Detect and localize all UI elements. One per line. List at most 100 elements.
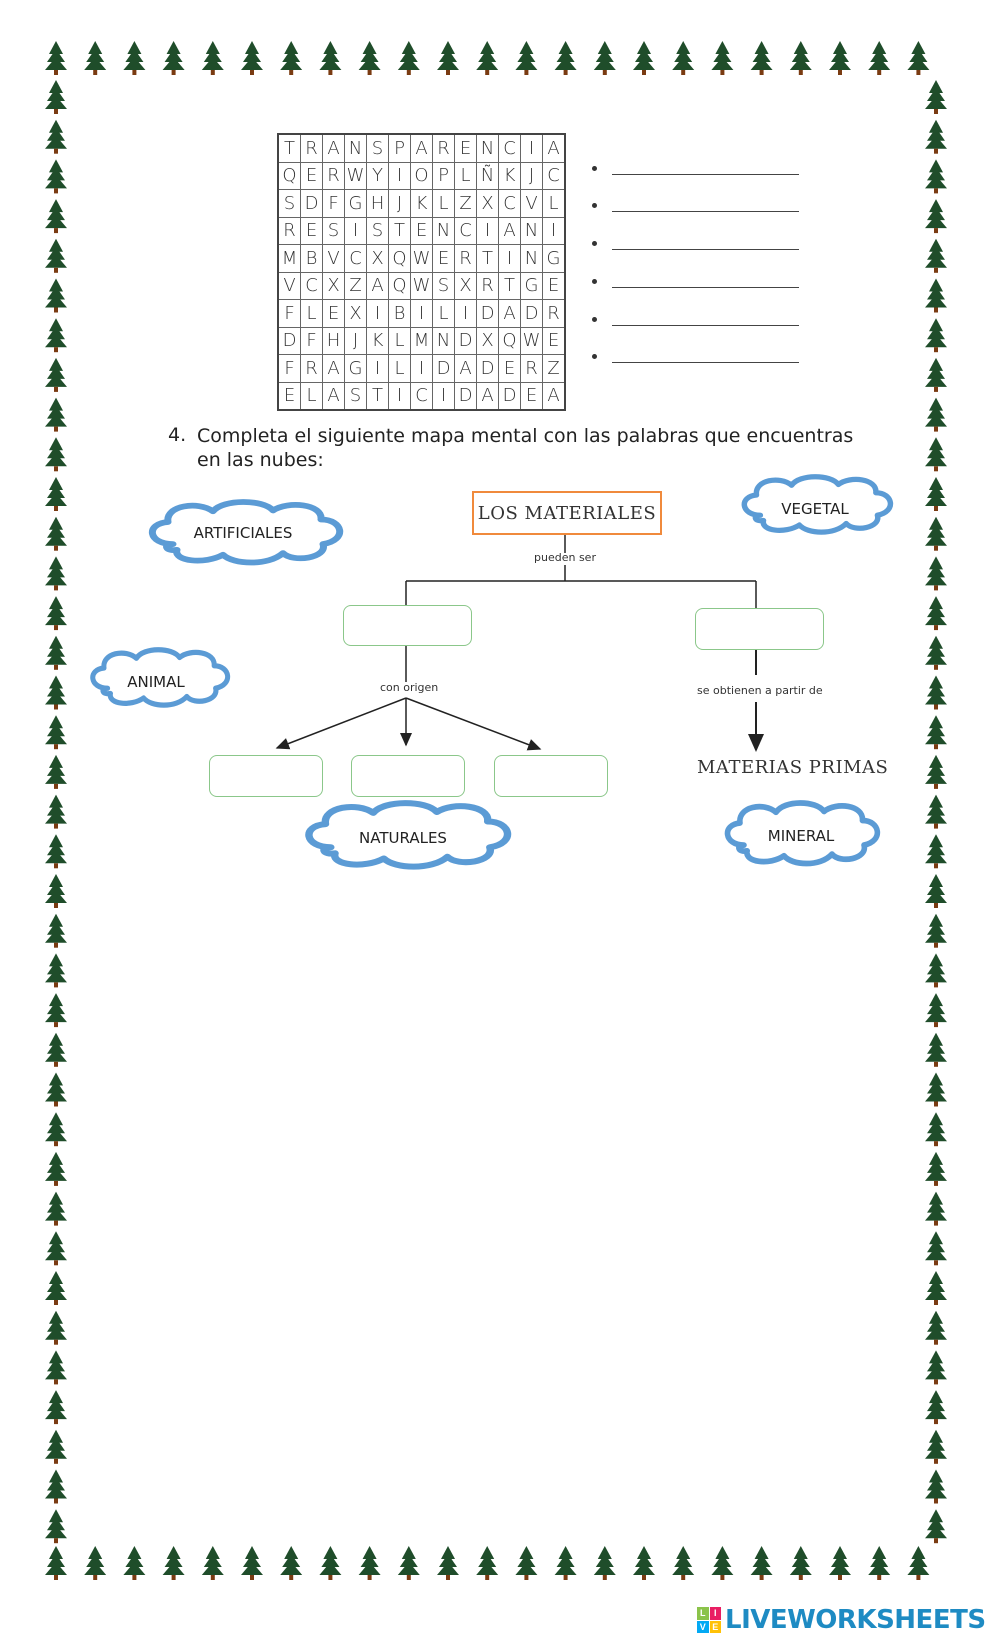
answer-line[interactable] xyxy=(592,161,802,181)
tree-icon xyxy=(925,913,947,948)
arrow-right xyxy=(405,697,542,751)
word-search-cell: A xyxy=(476,381,499,411)
tree-icon xyxy=(925,159,947,194)
tree-icon xyxy=(925,357,947,392)
answer-box-origin-2[interactable] xyxy=(351,755,465,797)
tree-icon xyxy=(554,41,577,75)
word-search-cell: N xyxy=(520,244,543,273)
tree-icon xyxy=(711,41,734,75)
tree-icon xyxy=(925,397,947,432)
answer-blank[interactable] xyxy=(612,174,799,175)
word-search-cell: H xyxy=(322,326,345,355)
tree-icon xyxy=(476,1546,499,1580)
word-search-cell: D xyxy=(520,299,543,328)
tree-icon xyxy=(925,278,947,313)
cloud-label-mineral: MINERAL xyxy=(767,827,835,845)
tree-icon xyxy=(515,1546,538,1580)
answer-blank[interactable] xyxy=(612,325,799,326)
answer-line[interactable] xyxy=(592,198,802,218)
tree-icon xyxy=(45,596,67,631)
tree-icon xyxy=(45,1072,67,1107)
tree-icon xyxy=(45,357,67,392)
tree-icon xyxy=(672,1546,695,1580)
mind-map-title: LOS MATERIALES xyxy=(472,491,662,535)
label-se-obtienen: se obtienen a partir de xyxy=(697,684,823,697)
tree-icon xyxy=(925,834,947,869)
tree-icon xyxy=(925,596,947,631)
tree-icon xyxy=(925,1390,947,1425)
tree-icon xyxy=(925,1509,947,1544)
tree-icon xyxy=(45,913,67,948)
word-search-cell: N xyxy=(432,326,455,355)
tree-icon xyxy=(633,1546,655,1580)
word-search-cell: V xyxy=(520,189,543,218)
tree-icon xyxy=(280,41,303,75)
word-search-cell: D xyxy=(277,326,301,355)
tree-icon xyxy=(633,41,655,75)
tree-icon xyxy=(84,41,107,75)
tree-icon xyxy=(45,635,67,670)
tree-icon xyxy=(907,41,930,75)
word-search-cell: A xyxy=(322,133,345,163)
bullet-icon xyxy=(592,241,597,246)
tree-icon xyxy=(829,41,851,75)
tree-icon xyxy=(45,953,67,988)
word-search-cell: R xyxy=(454,244,477,273)
tree-icon xyxy=(868,1546,891,1580)
tree-icon xyxy=(162,1546,185,1580)
word-search-cell: N xyxy=(432,216,455,245)
answer-blank[interactable] xyxy=(612,362,799,363)
answer-box-origin-3[interactable] xyxy=(494,755,608,797)
tree-icon xyxy=(45,318,67,353)
word-search-cell: Q xyxy=(388,244,411,273)
tree-icon xyxy=(45,238,67,273)
tree-icon xyxy=(241,41,263,75)
word-search-cell: D xyxy=(300,189,323,218)
answer-line[interactable] xyxy=(592,274,802,294)
answer-blank[interactable] xyxy=(612,249,799,250)
word-search-cell: A xyxy=(498,299,521,328)
tree-icon xyxy=(45,1112,67,1147)
tree-icon xyxy=(925,794,947,829)
word-search-cell: G xyxy=(542,244,566,273)
answer-line[interactable] xyxy=(592,236,802,256)
tree-icon xyxy=(45,159,67,194)
word-search-cell: A xyxy=(542,133,566,163)
tree-icon xyxy=(925,874,947,908)
word-search-cell: C xyxy=(410,381,433,411)
tree-icon xyxy=(45,1231,67,1266)
tree-icon xyxy=(84,1546,107,1580)
word-search-cell: W xyxy=(344,161,367,190)
answer-line[interactable] xyxy=(592,349,802,369)
tree-icon xyxy=(925,199,947,234)
tree-icon xyxy=(907,1546,930,1580)
tree-icon xyxy=(45,199,67,234)
word-search-cell: R xyxy=(277,216,301,245)
word-search-cell: X xyxy=(454,271,477,300)
answer-box-type-1[interactable] xyxy=(343,605,472,646)
tree-icon xyxy=(45,715,67,750)
tree-icon xyxy=(925,1191,947,1226)
word-search-cell: W xyxy=(520,326,543,355)
answer-blank[interactable] xyxy=(612,211,799,212)
tree-icon xyxy=(672,41,695,75)
word-search-cell: L xyxy=(542,189,566,218)
tree-icon xyxy=(319,41,342,75)
tree-icon xyxy=(925,556,947,591)
tree-icon xyxy=(437,1546,459,1580)
answer-box-type-2[interactable] xyxy=(695,608,824,650)
word-search-cell: Q xyxy=(388,271,411,300)
tree-icon xyxy=(925,318,947,353)
answer-box-origin-1[interactable] xyxy=(209,755,323,797)
tree-icon xyxy=(925,1151,947,1186)
answer-blank[interactable] xyxy=(612,287,799,288)
tree-icon xyxy=(925,953,947,988)
tree-icon xyxy=(925,1310,947,1345)
word-search-cell: H xyxy=(366,189,389,218)
tree-icon xyxy=(925,1032,947,1067)
tree-icon xyxy=(45,1429,67,1464)
answer-line[interactable] xyxy=(592,312,802,332)
